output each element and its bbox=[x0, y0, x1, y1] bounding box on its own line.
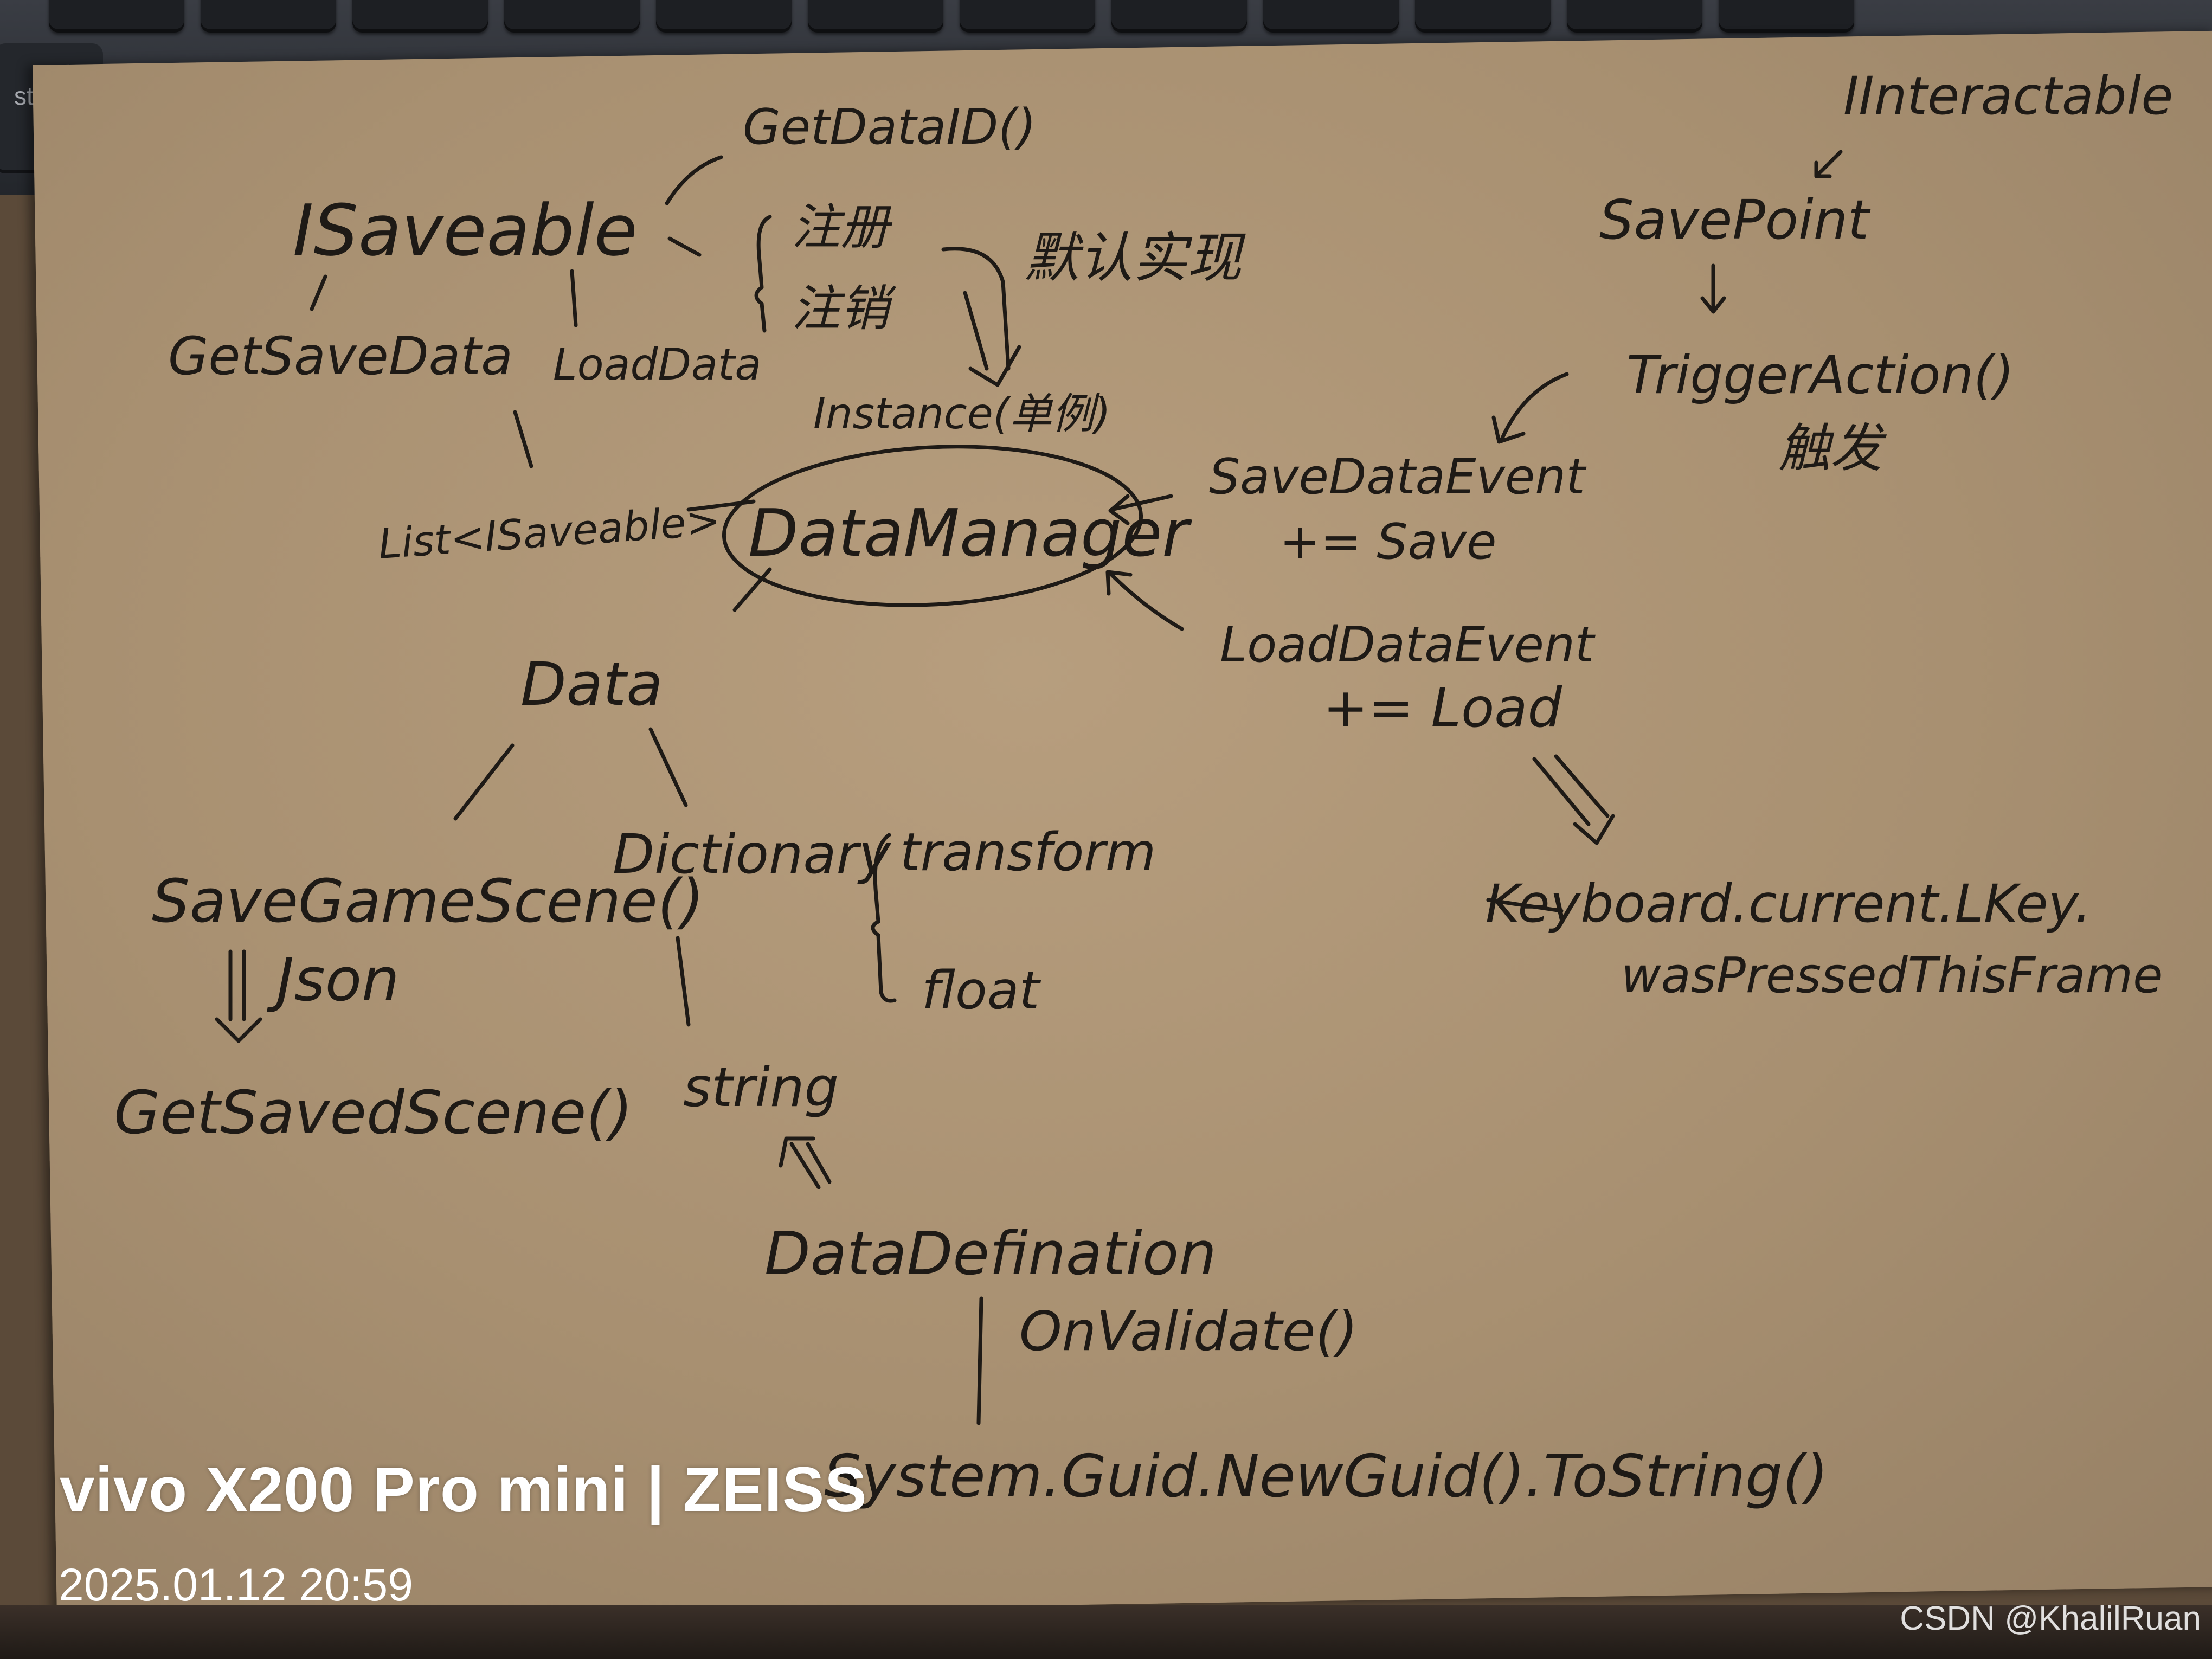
load-data-event-label: LoadDataEvent bbox=[1220, 616, 1596, 673]
arrow bbox=[1814, 150, 1843, 178]
isaveable-label: ISaveable bbox=[293, 189, 638, 272]
arrow-line bbox=[806, 1142, 832, 1184]
unregister-label: 注销 bbox=[792, 280, 897, 337]
plus-load-label: += Load bbox=[1323, 676, 1562, 740]
string-label: string bbox=[683, 1056, 839, 1119]
data-definition-label: DataDefination bbox=[764, 1219, 1217, 1288]
trigger-label: 触发 bbox=[1778, 418, 1887, 479]
keyboard-key bbox=[960, 0, 1095, 33]
register-label: 注册 bbox=[792, 199, 893, 256]
save-data-event-label: SaveDataEvent bbox=[1209, 448, 1587, 505]
arrow bbox=[1700, 263, 1726, 314]
list-isaveable-label: List<ISaveable> bbox=[377, 496, 722, 568]
branch-line bbox=[453, 743, 515, 821]
arrow bbox=[1491, 372, 1569, 444]
load-data-label: LoadData bbox=[553, 339, 761, 390]
csdn-watermark: CSDN @KhalilRuan bbox=[1900, 1600, 2201, 1637]
data-manager-ellipse bbox=[722, 445, 1143, 607]
save-game-scene-label: SaveGameScene() bbox=[152, 866, 704, 936]
guid-label: System.Guid.NewGuid().ToString() bbox=[824, 1443, 1828, 1510]
default-impl-label: 默认实现 bbox=[1025, 226, 1246, 290]
branch-line bbox=[570, 269, 578, 327]
keyboard-key bbox=[1719, 0, 1854, 33]
keyboard-key bbox=[49, 0, 184, 33]
keyboard-line2-label: wasPressedThisFrame bbox=[1621, 947, 2163, 1004]
camera-watermark-brand: vivo X200 Pro mini | ZEISS bbox=[60, 1454, 867, 1525]
arrow-head bbox=[779, 1136, 815, 1168]
arrow bbox=[1105, 570, 1184, 631]
arrow-line bbox=[941, 247, 1011, 371]
arrow bbox=[1108, 494, 1173, 525]
keyboard-key bbox=[352, 0, 488, 33]
data-label: Data bbox=[520, 650, 663, 719]
camera-watermark-timestamp: 2025.01.12 20:59 bbox=[59, 1559, 413, 1610]
arrow-head bbox=[968, 345, 1021, 387]
connector-line bbox=[732, 567, 772, 612]
trigger-action-label: TriggerAction() bbox=[1626, 345, 2014, 406]
keyboard-key bbox=[504, 0, 640, 33]
branch-line bbox=[513, 410, 533, 468]
float-label: float bbox=[922, 960, 1041, 1021]
get-saved-scene-label: GetSavedScene() bbox=[114, 1078, 633, 1147]
on-validate-label: OnValidate() bbox=[1019, 1300, 1358, 1363]
transform-label: transform bbox=[900, 822, 1156, 883]
get-save-data-label: GetSaveData bbox=[168, 326, 513, 387]
branch-line bbox=[648, 727, 688, 807]
bottom-edge bbox=[0, 1605, 2212, 1659]
branch-line bbox=[310, 274, 327, 311]
instance-label: Instance(单例) bbox=[813, 390, 1111, 439]
iinteractable-label: IInteractable bbox=[1843, 66, 2173, 126]
save-point-label: SavePoint bbox=[1599, 188, 1871, 252]
arrow-line bbox=[1554, 754, 1610, 818]
keyboard-key bbox=[1111, 0, 1247, 33]
branch-line bbox=[676, 936, 691, 1027]
plus-save-label: += Save bbox=[1279, 513, 1496, 570]
arrow-line bbox=[963, 291, 989, 371]
get-data-id-label: GetDataID() bbox=[743, 99, 1036, 156]
branch-line bbox=[976, 1296, 983, 1425]
keyboard-line1-label: Keyboard.current.LKey. bbox=[1486, 873, 2091, 934]
arrow-head bbox=[215, 1017, 262, 1043]
arrow-head bbox=[1573, 814, 1615, 845]
brace bbox=[754, 215, 772, 333]
dictionary-label: Dictionary bbox=[613, 822, 892, 886]
arrow-line bbox=[1532, 757, 1591, 826]
json-label: Json bbox=[266, 945, 400, 1014]
keyboard-key bbox=[1567, 0, 1702, 33]
arrow-line bbox=[789, 1142, 821, 1189]
keyboard-key bbox=[1263, 0, 1399, 33]
branch-line bbox=[667, 236, 702, 257]
branch-line bbox=[665, 155, 723, 205]
brace bbox=[871, 833, 897, 1003]
strike-through bbox=[1486, 898, 1564, 913]
keyboard-key bbox=[1415, 0, 1551, 33]
keyboard-key bbox=[808, 0, 943, 33]
keyboard-key bbox=[656, 0, 792, 33]
keyboard-key bbox=[201, 0, 336, 33]
